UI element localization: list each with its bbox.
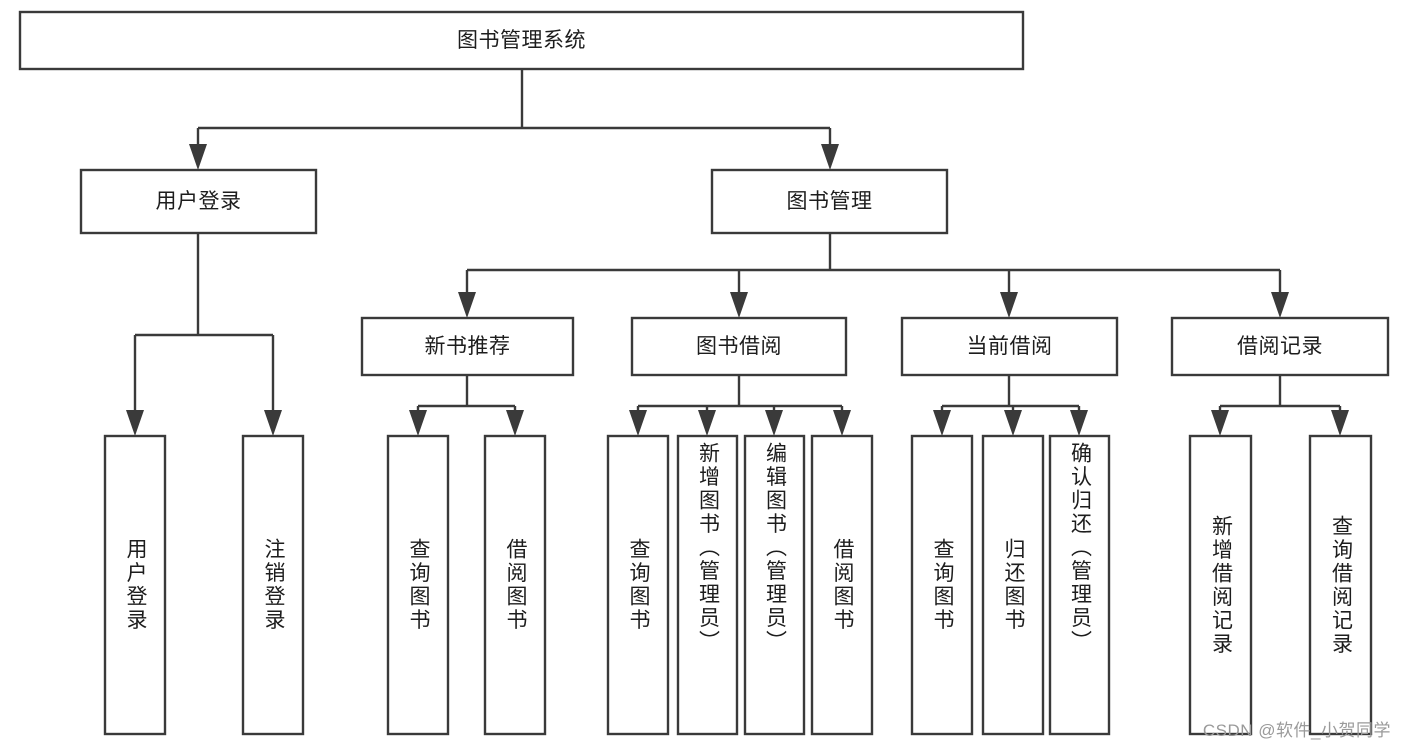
connector-new-book-recommend-to-leaves [409, 375, 524, 436]
node-box-leaf-query-book-borrow[interactable] [606, 434, 670, 736]
node-box-book-manage[interactable] [710, 168, 949, 235]
node-box-leaf-add-borrow-record[interactable] [1188, 434, 1253, 736]
connector-book-manage-to-level3 [458, 233, 1289, 318]
node-box-leaf-confirm-return[interactable] [1048, 434, 1111, 736]
arrow-head-icon [1331, 410, 1349, 436]
node-box-user-login[interactable] [79, 168, 318, 235]
node-box-current-borrow[interactable] [900, 316, 1119, 377]
arrow-head-icon [126, 410, 144, 436]
arrow-head-icon [1004, 410, 1022, 436]
connector-user-login-to-leaves [126, 233, 282, 436]
node-box-new-book-recommend[interactable] [360, 316, 575, 377]
arrow-head-icon [264, 410, 282, 436]
arrow-head-icon [1000, 292, 1018, 318]
csdn-watermark: CSDN @软件_小贺同学 [1202, 721, 1391, 740]
node-box-book-borrow[interactable] [630, 316, 848, 377]
arrow-head-icon [833, 410, 851, 436]
arrow-head-icon [506, 410, 524, 436]
arrow-head-icon [698, 410, 716, 436]
node-box-leaf-logout[interactable] [241, 434, 305, 736]
arrow-head-icon [1070, 410, 1088, 436]
connector-book-borrow-to-leaves [629, 375, 851, 436]
arrow-head-icon [1211, 410, 1229, 436]
node-box-borrow-record[interactable] [1170, 316, 1390, 377]
arrow-head-icon [821, 144, 839, 170]
node-box-leaf-return-book[interactable] [981, 434, 1045, 736]
connector-root-to-level2 [189, 69, 839, 170]
node-box-leaf-borrow-book-recommend[interactable] [483, 434, 547, 736]
node-box-leaf-query-book-recommend[interactable] [386, 434, 450, 736]
arrow-head-icon [730, 292, 748, 318]
arrow-head-icon [458, 292, 476, 318]
arrow-head-icon [933, 410, 951, 436]
node-box-leaf-query-borrow-record[interactable] [1308, 434, 1373, 736]
node-box-root[interactable] [18, 10, 1025, 71]
node-box-leaf-user-login[interactable] [103, 434, 167, 736]
node-box-leaf-query-book-current[interactable] [910, 434, 974, 736]
arrow-head-icon [629, 410, 647, 436]
node-box-leaf-borrow-book[interactable] [810, 434, 874, 736]
arrow-head-icon [1271, 292, 1289, 318]
connector-borrow-record-to-leaves [1211, 375, 1349, 436]
node-box-leaf-add-book[interactable] [676, 434, 739, 736]
arrow-head-icon [409, 410, 427, 436]
arrow-head-icon [189, 144, 207, 170]
connector-current-borrow-to-leaves [933, 375, 1088, 436]
node-box-leaf-edit-book[interactable] [743, 434, 806, 736]
arrow-head-icon [765, 410, 783, 436]
